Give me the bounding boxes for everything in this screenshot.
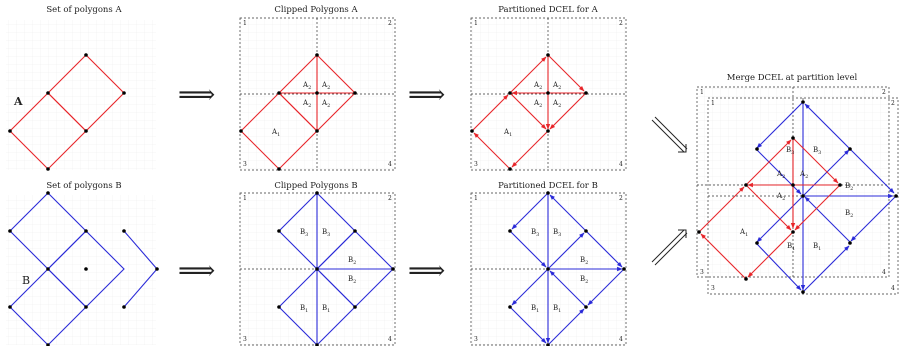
partition-id: 3 bbox=[474, 161, 478, 168]
partition-id: 1 bbox=[711, 100, 715, 107]
partition-a-face-labels: A1 A2 A2 A2 A2 bbox=[503, 81, 561, 138]
partition-id: 1 bbox=[474, 195, 478, 202]
grid-background bbox=[6, 20, 156, 170]
panel-title-clipped-b: Clipped Polygons B bbox=[274, 181, 357, 191]
face-label-a2: A2 bbox=[302, 81, 311, 91]
panel-partition-a: Partitioned DCEL for A A1 A2 A2 A2 A2 1 … bbox=[470, 5, 627, 171]
panel-clipped-a: Clipped Polygons A A1 A2 A2 A2 A2 1 2 3 … bbox=[239, 5, 396, 171]
face-label-b2: B2 bbox=[580, 256, 588, 266]
panel-title-partition-a: Partitioned DCEL for A bbox=[498, 5, 598, 15]
arrow-to-clipped-b: ⟹ bbox=[178, 256, 215, 286]
partition-id: 4 bbox=[619, 161, 623, 168]
partition-id: 2 bbox=[882, 89, 886, 96]
face-label-b3: B3 bbox=[531, 228, 539, 238]
face-label-a2: A2 bbox=[776, 192, 785, 202]
arrow-to-clipped-a: ⟹ bbox=[178, 80, 215, 110]
arrow-from-b-to-merge bbox=[651, 229, 688, 266]
partition-id: 3 bbox=[711, 285, 715, 292]
face-label-a2: A2 bbox=[302, 99, 311, 109]
face-label-b1: B1 bbox=[531, 304, 539, 314]
panel-clipped-b: Clipped Polygons B B3 B3 B2 B2 B1 B1 1 2… bbox=[239, 181, 396, 346]
face-label-b3: B3 bbox=[300, 228, 308, 238]
partition-id: 3 bbox=[474, 336, 478, 343]
partition-id: 4 bbox=[388, 336, 392, 343]
face-label-b2: B2 bbox=[845, 209, 853, 219]
face-label-a2: A2 bbox=[533, 99, 542, 109]
partition-ids: 1 2 3 4 bbox=[243, 20, 392, 168]
face-label-a1: A1 bbox=[271, 128, 280, 138]
partition-id: 4 bbox=[891, 285, 895, 292]
face-label-a2: A2 bbox=[776, 170, 785, 180]
face-label-b1: B1 bbox=[322, 304, 330, 314]
partition-ids: 1 1 2 2 3 3 4 4 bbox=[700, 89, 895, 292]
partition-id: 1 bbox=[474, 20, 478, 27]
partition-id: 4 bbox=[388, 161, 392, 168]
panel-title-set-a: Set of polygons A bbox=[46, 5, 122, 15]
panel-set-a: Set of polygons A A bbox=[6, 5, 156, 171]
panel-title-partition-b: Partitioned DCEL for B bbox=[498, 181, 598, 191]
face-label-b3: B3 bbox=[322, 228, 330, 238]
partition-id: 3 bbox=[243, 336, 247, 343]
face-label-b3: B3 bbox=[553, 228, 561, 238]
partition-id: 1 bbox=[243, 195, 247, 202]
face-label-a2: A2 bbox=[552, 81, 561, 91]
partition-id: 2 bbox=[388, 195, 392, 202]
merge-vertices bbox=[697, 100, 898, 294]
partition-id: 4 bbox=[882, 269, 886, 276]
face-label-a2: A2 bbox=[533, 81, 542, 91]
face-label-b3: B3 bbox=[786, 146, 794, 156]
face-label-b1: B1 bbox=[553, 304, 561, 314]
clipped-a-face-labels: A1 A2 A2 A2 A2 bbox=[271, 81, 330, 138]
partition-b-face-labels: B3 B3 B2 B2 B1 B1 bbox=[531, 228, 588, 314]
partition-id: 3 bbox=[700, 269, 704, 276]
set-a-label: A bbox=[13, 95, 23, 108]
partition-ids: 1 2 3 4 bbox=[474, 20, 623, 168]
arrow-to-partition-a: ⟹ bbox=[408, 80, 445, 110]
face-label-a2: A2 bbox=[321, 81, 330, 91]
panel-merge: Merge DCEL at partition level bbox=[696, 73, 899, 295]
face-label-a2: A2 bbox=[552, 99, 561, 109]
partition-id: 2 bbox=[891, 100, 895, 107]
partition-id: 1 bbox=[700, 89, 704, 96]
set-b-label: B bbox=[22, 274, 30, 287]
panel-title-merge: Merge DCEL at partition level bbox=[727, 73, 858, 83]
face-label-a2: A2 bbox=[321, 99, 330, 109]
partition-ids: 1 2 3 4 bbox=[243, 195, 392, 343]
face-label-a1: A1 bbox=[503, 128, 512, 138]
face-label-b1: B1 bbox=[300, 304, 308, 314]
face-label-b1: B1 bbox=[813, 242, 821, 252]
vertices-a bbox=[8, 53, 126, 171]
vertices-b bbox=[8, 191, 159, 346]
partition-id: 2 bbox=[619, 20, 623, 27]
face-label-b3: B3 bbox=[813, 146, 821, 156]
dcel-edges-a bbox=[471, 54, 587, 170]
face-label-b2: B2 bbox=[580, 275, 588, 285]
arrow-to-partition-b: ⟹ bbox=[408, 256, 445, 286]
partition-id: 2 bbox=[619, 195, 623, 202]
clipped-b-face-labels: B3 B3 B2 B2 B1 B1 bbox=[300, 228, 356, 314]
panel-title-clipped-a: Clipped Polygons A bbox=[274, 5, 358, 15]
panel-set-b: Set of polygons B B bbox=[6, 181, 159, 346]
merge-face-labels: B3 B3 A2 A2 A2 B2 B2 A1 B1 B1 bbox=[739, 146, 853, 252]
partition-id: 1 bbox=[243, 20, 247, 27]
panel-title-set-b: Set of polygons B bbox=[46, 181, 121, 191]
panel-partition-b: Partitioned DCEL for B B3 B3 B2 B2 B1 B1 bbox=[470, 181, 627, 346]
face-label-b1: B1 bbox=[787, 242, 795, 252]
face-label-a1: A1 bbox=[739, 228, 748, 238]
partition-id: 4 bbox=[619, 336, 623, 343]
partition-ids: 1 2 3 4 bbox=[474, 195, 623, 343]
arrow-from-a-to-merge bbox=[651, 116, 688, 153]
partition-id: 3 bbox=[243, 161, 247, 168]
grid-background bbox=[6, 195, 156, 345]
face-label-b2: B2 bbox=[348, 275, 356, 285]
face-label-b2: B2 bbox=[845, 182, 853, 192]
face-label-b2: B2 bbox=[348, 256, 356, 266]
partition-id: 2 bbox=[388, 20, 392, 27]
face-label-a2: A2 bbox=[799, 170, 808, 180]
merge-arrows bbox=[651, 116, 688, 266]
